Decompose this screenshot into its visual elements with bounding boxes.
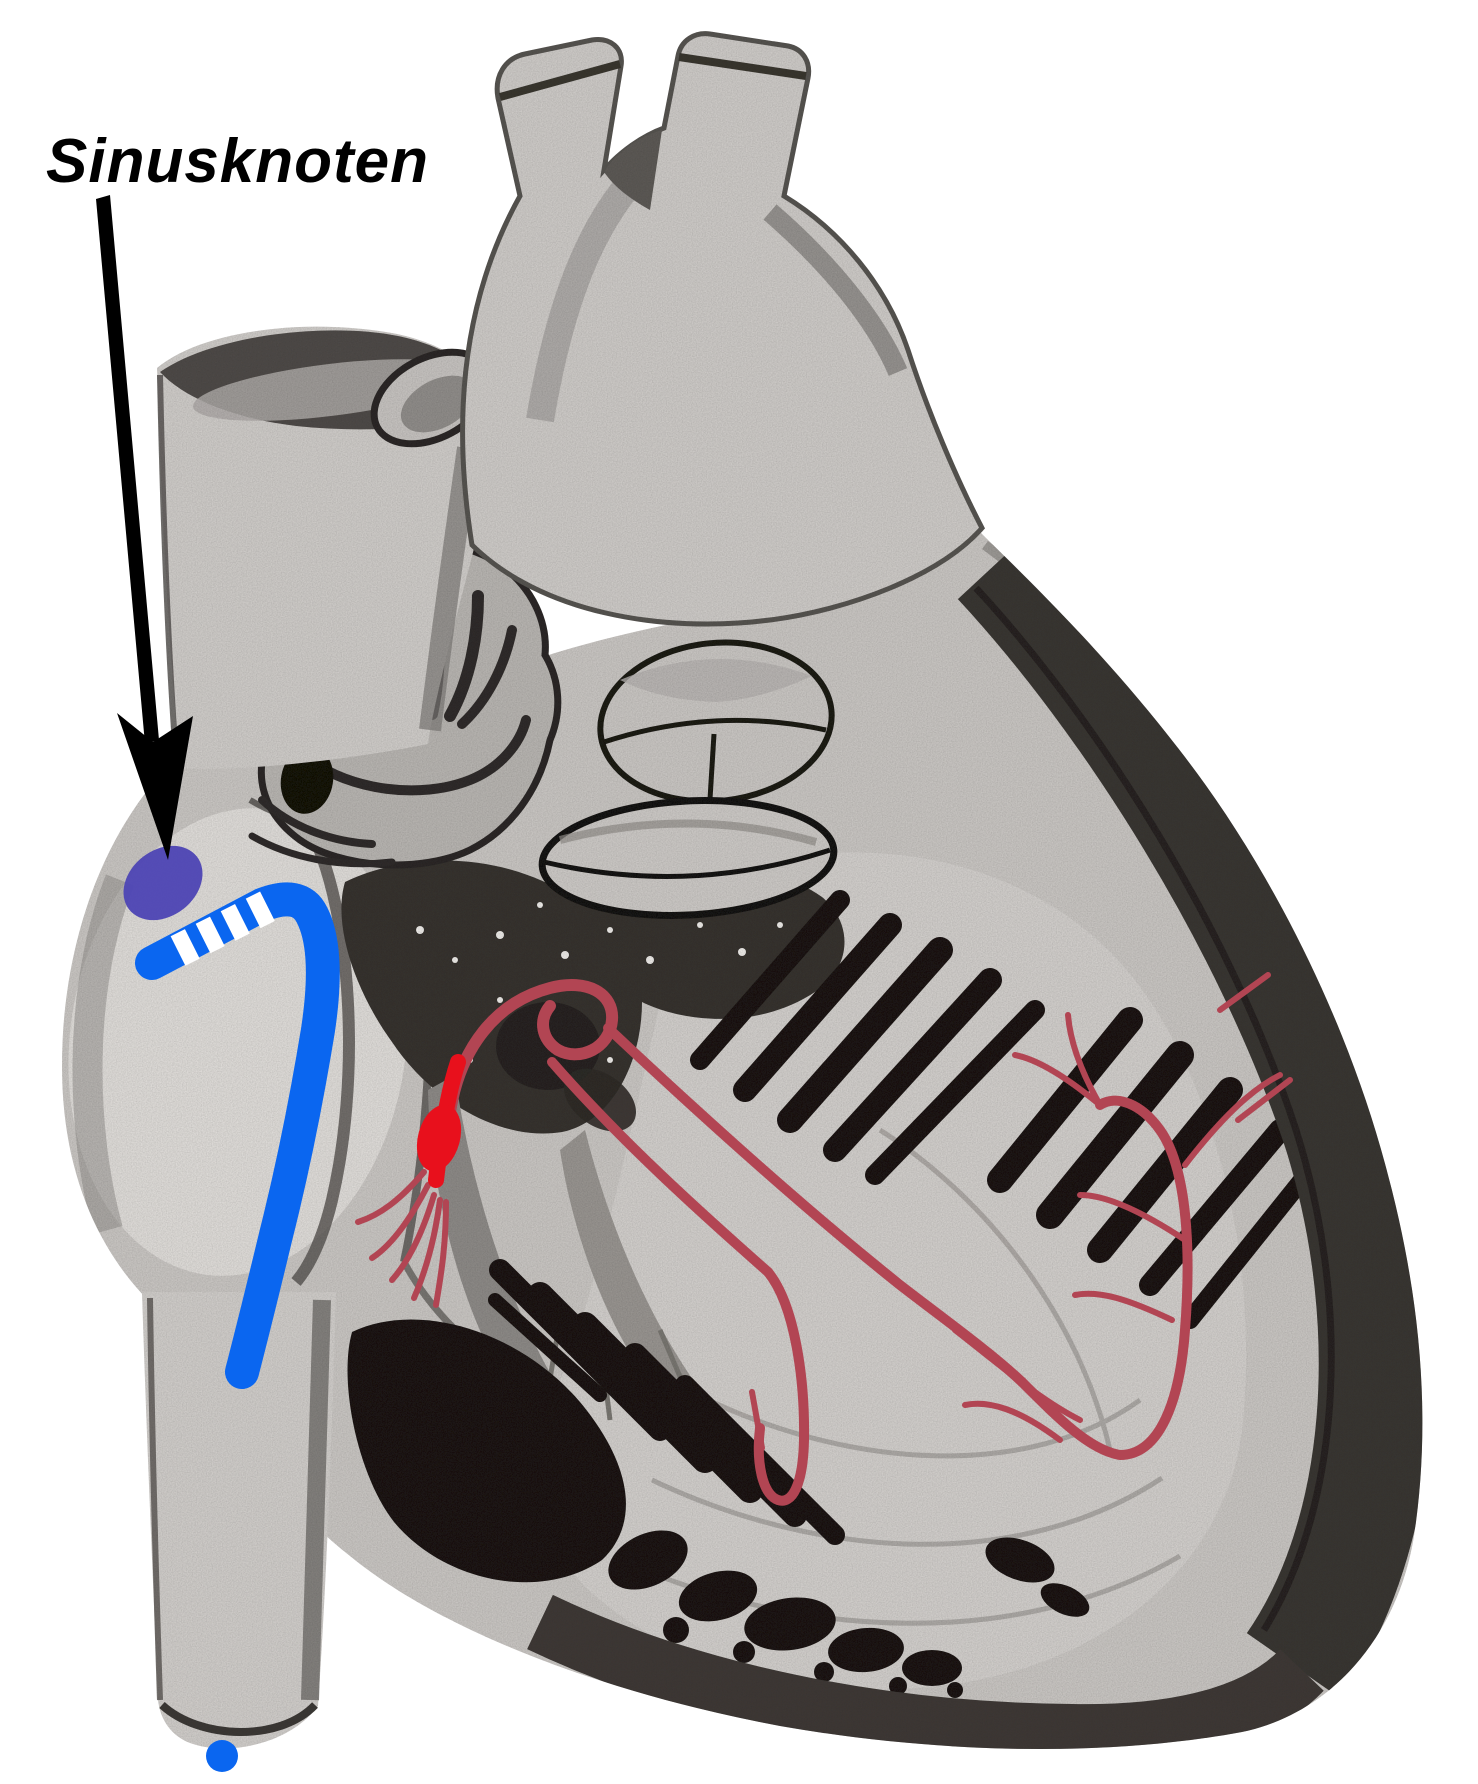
sinus-node-annotation: Sinusknoten (46, 127, 429, 860)
internodal-pathway-line (135, 882, 340, 1389)
papillary-muscle-fan-upper (690, 890, 1045, 1185)
ivc-bottom-rim (159, 1701, 318, 1736)
left-bundle-branch-loop (1017, 1095, 1193, 1460)
heart-engraving (62, 31, 1423, 1750)
crista-terminalis-edge (291, 843, 355, 1286)
bundle-branch-system (355, 972, 1293, 1506)
sinus-node-marker (123, 845, 203, 921)
internodal-pathway (135, 882, 340, 1389)
mitral-valve (538, 797, 838, 919)
ivc-end-dot (206, 1740, 238, 1772)
epicardium-band-right (957, 529, 1423, 1699)
stipple-highlights (416, 902, 783, 1063)
his-bundle-arch (444, 979, 619, 1118)
internodal-pathway-dashes (170, 889, 280, 966)
av-node-fibres (355, 1169, 449, 1308)
aorta (460, 31, 986, 627)
arrow-shaft (96, 195, 159, 744)
right-bundle-branch (753, 1267, 810, 1506)
annotation-arrow (96, 195, 193, 860)
trabeculae (347, 1319, 1090, 1698)
arrow-head (117, 713, 193, 860)
av-node-marker (416, 1104, 462, 1172)
annotation-label: Sinusknoten (46, 127, 429, 196)
epicardium-band-bottom (527, 1594, 1324, 1750)
inferior-vena-cava (142, 1292, 336, 1749)
papillary-muscle-fan-right (987, 1007, 1319, 1329)
